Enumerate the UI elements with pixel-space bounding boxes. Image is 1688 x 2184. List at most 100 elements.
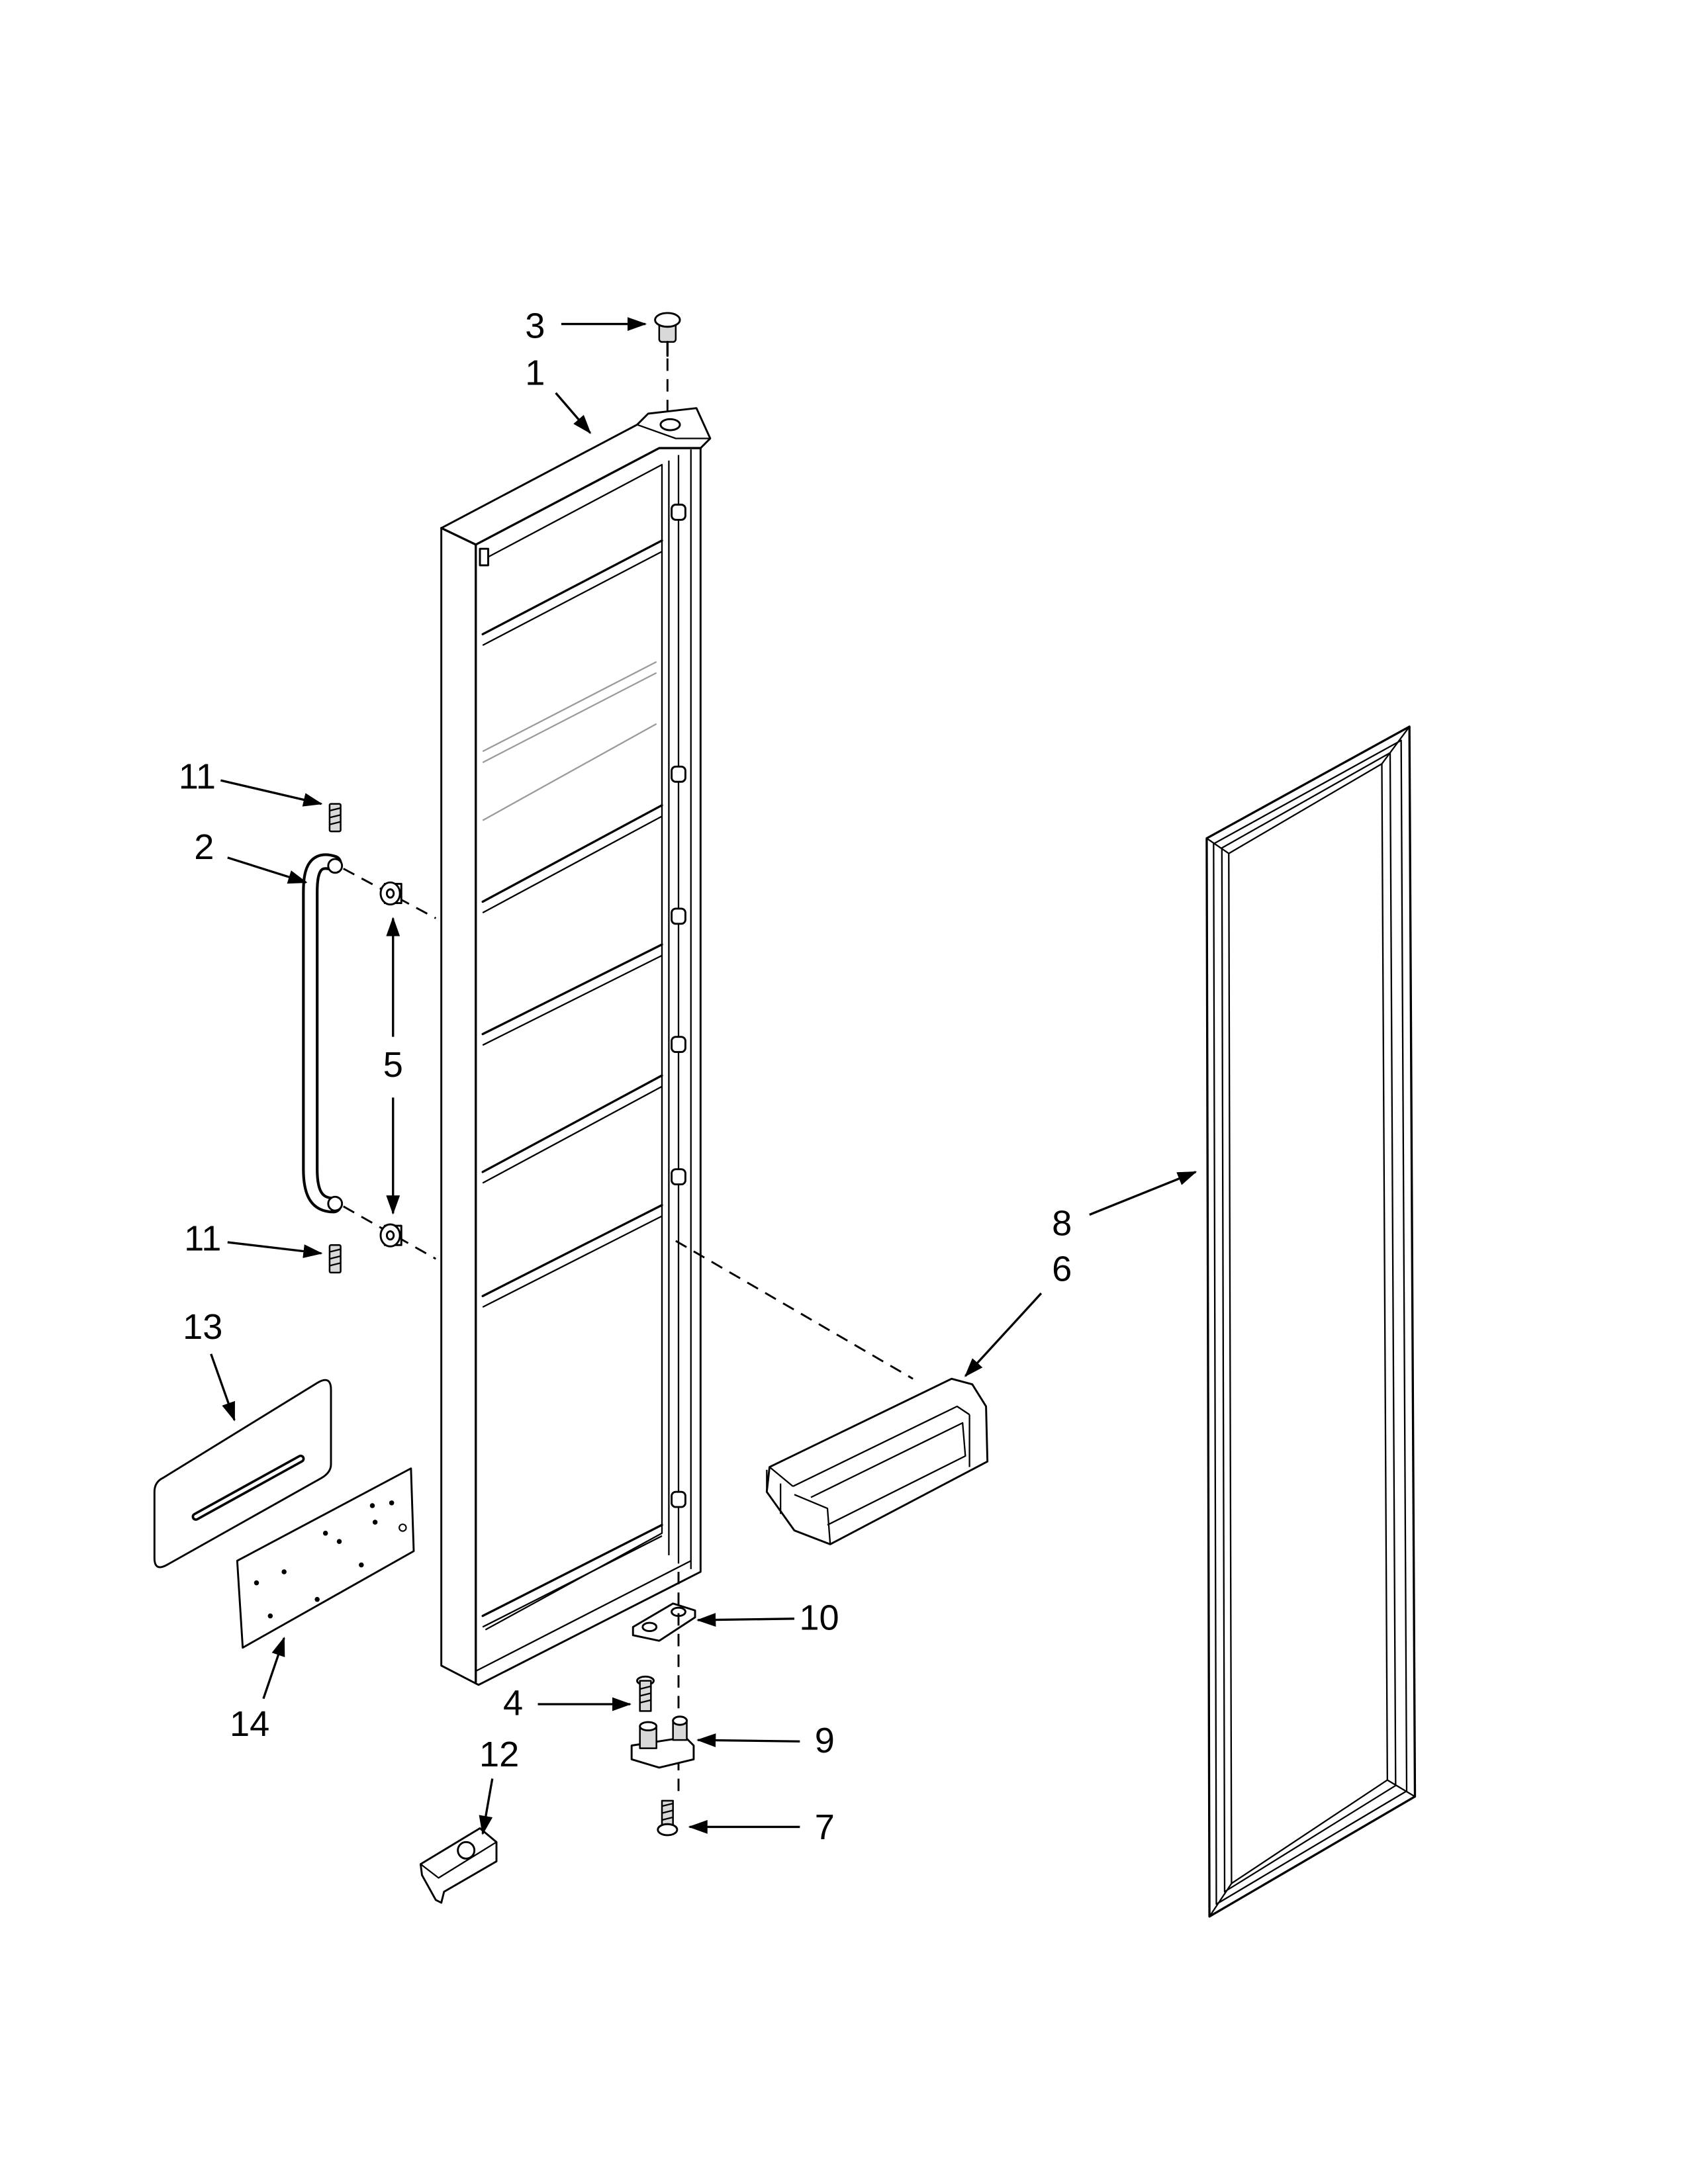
callout-labels: 3 1 11 2 5 11 13 14 8 6 10 4 9 12 7 <box>179 306 1072 1847</box>
handle-screw-top <box>328 803 342 833</box>
leader-8 <box>1089 1171 1197 1216</box>
plate-hole <box>254 1580 259 1586</box>
gasket-corner-top <box>1206 726 1411 854</box>
shelf-rail <box>482 1085 663 1184</box>
hinge-post-right-top <box>672 1715 688 1726</box>
leader-1 <box>555 392 592 434</box>
label-part-7: 7 <box>815 1807 835 1847</box>
side-tab <box>671 907 686 925</box>
shelf-rail <box>482 1535 663 1628</box>
shelf-rail <box>481 1204 663 1298</box>
shelf-rail <box>481 943 663 1036</box>
label-part-11-bottom: 11 <box>184 1219 221 1259</box>
door-top-inner-edge <box>440 447 702 546</box>
plate-hole <box>359 1562 364 1568</box>
door-bottom-edge <box>475 1560 692 1672</box>
handle-bar-fill <box>305 856 340 1211</box>
handle-screw-bottom <box>328 1244 342 1274</box>
bin-front-face <box>794 1494 831 1545</box>
shelf-rail-faint <box>482 660 657 752</box>
label-part-3: 3 <box>525 306 545 345</box>
handle <box>302 853 344 1214</box>
screw-thread <box>639 1685 651 1704</box>
plate-hole <box>336 1539 342 1544</box>
bin-rim-top <box>769 1466 794 1487</box>
side-tab <box>671 1036 686 1054</box>
spacer-top <box>379 881 402 906</box>
leader-10 <box>696 1613 795 1627</box>
hinge-cover <box>419 1827 498 1904</box>
dispenser-trim-plate <box>153 1379 332 1569</box>
hinge-plate-body <box>632 1602 696 1642</box>
screw-thread <box>661 1802 673 1821</box>
backing-plate <box>236 1467 415 1649</box>
hinge-cover-hole <box>457 1841 476 1860</box>
top-hinge-pin <box>654 312 681 357</box>
door-bin <box>765 1377 989 1545</box>
side-tab <box>671 765 686 783</box>
side-tab <box>671 1490 686 1508</box>
shelf-rail <box>482 954 663 1046</box>
label-part-5: 5 <box>383 1045 403 1085</box>
door-assembly <box>440 407 712 1686</box>
label-part-2: 2 <box>194 827 214 867</box>
plate-hole <box>281 1569 287 1574</box>
trim-plate-slot <box>194 1457 303 1519</box>
door-shelf-rails <box>481 539 663 1628</box>
gasket-ring-3 <box>1221 752 1397 1893</box>
shelf-rail-faint <box>482 723 657 821</box>
side-tab <box>671 1168 686 1186</box>
hinge-cover-edge <box>420 1841 497 1879</box>
handle-top-end <box>327 858 344 874</box>
hinge-plate <box>632 1602 696 1642</box>
side-tab <box>671 504 686 521</box>
gasket-ring-2 <box>1213 739 1408 1905</box>
hinge-pin-head <box>654 312 681 328</box>
shelf-rail <box>481 804 663 903</box>
bin-rim-inner <box>792 1405 970 1487</box>
spacer-hole <box>385 888 395 899</box>
bottom-hinge <box>630 1715 695 1769</box>
label-part-13: 13 <box>183 1307 222 1347</box>
bin-left-lip <box>766 1469 782 1514</box>
hinge-screw-7 <box>657 1799 679 1837</box>
plate-hole <box>399 1524 407 1532</box>
shelf-rail <box>481 1524 663 1617</box>
label-part-10: 10 <box>799 1598 839 1638</box>
door-side-tabs <box>671 504 686 1508</box>
plate-hole <box>369 1503 375 1508</box>
label-part-1: 1 <box>525 353 545 392</box>
plate-hole <box>389 1500 395 1506</box>
label-part-9: 9 <box>815 1721 835 1760</box>
leader-11-bottom <box>227 1241 323 1258</box>
gasket-corner-bottom <box>1209 1779 1416 1917</box>
leader-arrows <box>210 317 1197 1835</box>
door-gasket <box>1205 725 1417 1918</box>
gasket-outer <box>1205 725 1417 1918</box>
shelf-rail <box>482 551 663 647</box>
bin-alignment-line <box>675 1240 914 1380</box>
spacer-hole <box>385 1230 395 1241</box>
spacer-bottom <box>379 1223 402 1248</box>
leader-11-top <box>220 779 323 807</box>
plate-hole <box>267 1613 273 1619</box>
screw-head <box>657 1823 679 1837</box>
leader-9 <box>696 1733 800 1747</box>
label-part-14: 14 <box>230 1704 269 1744</box>
screw-thread <box>329 807 341 825</box>
leader-14 <box>262 1637 285 1700</box>
hinge-plate-hole <box>641 1621 658 1633</box>
leader-13 <box>210 1353 236 1422</box>
handle-bottom-end <box>327 1195 344 1212</box>
hinge-screw-4 <box>636 1675 655 1712</box>
label-part-8: 8 <box>1052 1204 1072 1244</box>
shelf-rail <box>481 539 663 635</box>
leader-12 <box>479 1778 494 1835</box>
bin-outline <box>765 1377 989 1545</box>
label-part-4: 4 <box>503 1684 523 1723</box>
gasket-ring-4 <box>1228 763 1388 1884</box>
hinge-post-left-top <box>639 1721 658 1732</box>
trim-plate-body <box>153 1379 332 1569</box>
door-outline <box>440 407 712 1686</box>
